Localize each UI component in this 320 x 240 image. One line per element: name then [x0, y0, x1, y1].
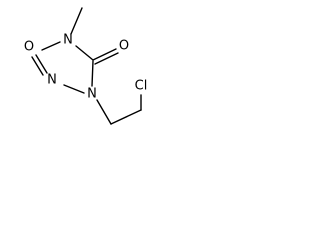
- atom-cl: Cl: [135, 79, 148, 94]
- bond-n-to-ch2: [96, 99, 112, 125]
- bond-methyl-top: [70, 7, 83, 35]
- bond-ch2-to-ch2: [110, 109, 142, 125]
- atom-n-nitroso-amide: N: [87, 87, 97, 102]
- bond-n-to-nitroso-n: [63, 84, 85, 94]
- bond-nitroso-double-a: [35, 54, 48, 74]
- bond-n-to-carbonyl-c: [75, 45, 94, 61]
- molecule-structure: N O N N O Cl: [24, 7, 147, 125]
- atom-label-group: N O N N O Cl: [24, 33, 147, 102]
- bond-group: [31, 7, 142, 125]
- bond-carbonyl-c-to-n: [91, 60, 94, 87]
- structure-canvas: N O N N O Cl: [0, 0, 156, 146]
- atom-o-nitroso: O: [24, 40, 34, 55]
- bond-carbonyl-double-a: [92, 48, 117, 61]
- atom-n-nitroso: N: [47, 73, 57, 88]
- bond-nitroso-double-b: [31, 56, 44, 76]
- atom-o-carbonyl: O: [119, 39, 129, 54]
- bond-carbonyl-double-b: [94, 52, 119, 65]
- bond-methyl-left: [41, 41, 61, 51]
- atom-n-dimethyl: N: [63, 33, 73, 48]
